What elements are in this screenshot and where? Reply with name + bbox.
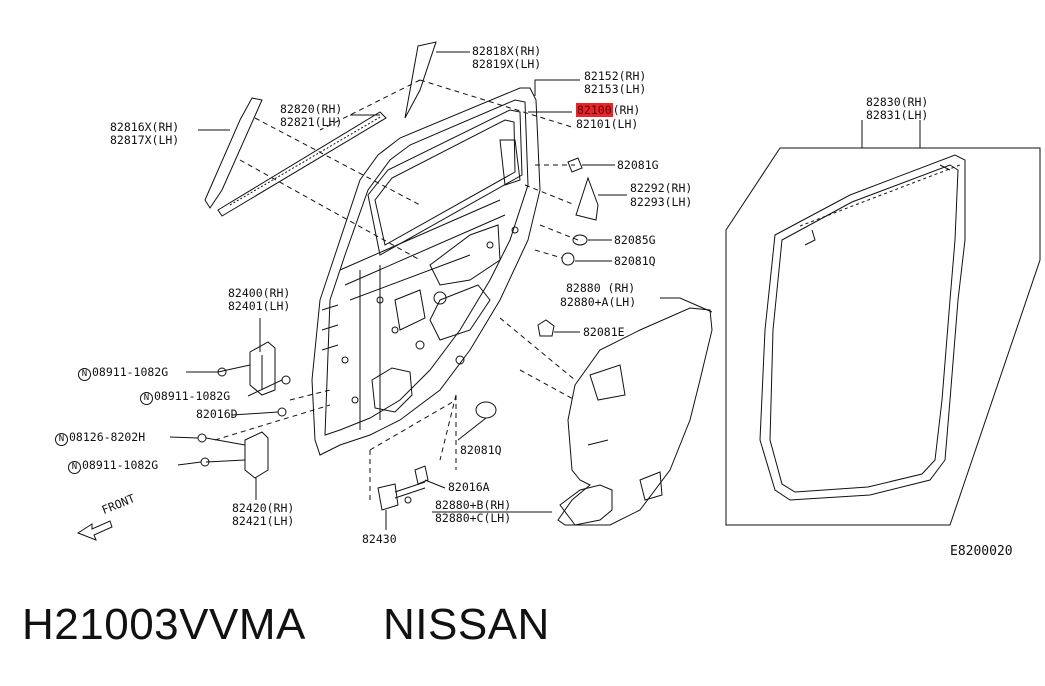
label-82420: 82420(RH) <box>232 501 295 515</box>
label-82081Q-upper: 82081Q <box>614 254 656 268</box>
label-82400: 82400(RH) <box>228 286 291 300</box>
label-82081G: 82081G <box>617 158 659 172</box>
label-82817X: 82817X(LH) <box>110 133 180 147</box>
label-82016A: 82016A <box>448 480 490 494</box>
door-shell <box>311 87 541 456</box>
highlighted-part-number: 82100 <box>576 103 613 117</box>
label-82292: 82292(RH) <box>630 181 693 195</box>
door-check <box>377 465 429 530</box>
label-82401: 82401(LH) <box>228 299 291 313</box>
belt-moulding-part <box>217 111 387 217</box>
corner-trim-part <box>404 41 437 119</box>
footer-part-number: H21003VVMA <box>22 600 306 649</box>
plug-82081Q-upper <box>561 252 575 266</box>
label-82816X: 82816X(RH) <box>110 120 180 134</box>
label-82880C: 82880+C(LH) <box>435 511 512 525</box>
leader-lines <box>169 51 713 513</box>
label-82830: 82830(RH) <box>866 95 929 109</box>
weatherstrip-detail <box>725 120 1041 526</box>
label-82820: 82820(RH) <box>280 102 343 116</box>
label-82153: 82153(LH) <box>584 82 647 96</box>
label-82430: 82430 <box>362 532 397 546</box>
label-82818X: 82818X(RH) <box>472 44 542 58</box>
label-82880A: 82880+A(LH) <box>560 295 637 309</box>
label-82085G: 82085G <box>614 233 656 247</box>
glass-run-part <box>204 97 263 209</box>
front-arrow-icon <box>76 520 113 541</box>
label-82101: 82101(LH) <box>576 117 639 131</box>
label-82100: 82100(RH) <box>576 103 641 117</box>
label-82293: 82293(LH) <box>630 195 693 209</box>
clip-82081E <box>537 319 555 337</box>
label-82016D: 82016D <box>196 407 238 421</box>
label-82821: 82821(LH) <box>280 115 343 129</box>
footer-brand: NISSAN <box>383 600 550 649</box>
upper-hinge <box>217 341 291 396</box>
label-82152: 82152(RH) <box>584 69 647 83</box>
label-82081E: 82081E <box>583 325 625 339</box>
label-82421: 82421(LH) <box>232 514 295 528</box>
plug-82085G <box>572 234 588 246</box>
label-82880: 82880 (RH) <box>566 281 636 295</box>
label-82880B: 82880+B(RH) <box>435 498 512 512</box>
diagram-code: E8200020 <box>950 544 1013 559</box>
label-82831: 82831(LH) <box>866 108 929 122</box>
projection-lines <box>214 79 579 500</box>
clip-82081G <box>567 157 583 173</box>
door-finisher <box>557 307 713 526</box>
label-82819X: 82819X(LH) <box>472 57 542 71</box>
plug-82081Q-lower <box>475 401 497 419</box>
label-82081Q-lower: 82081Q <box>460 443 502 457</box>
lower-hinge <box>197 407 287 479</box>
trim-82292 <box>575 176 599 221</box>
